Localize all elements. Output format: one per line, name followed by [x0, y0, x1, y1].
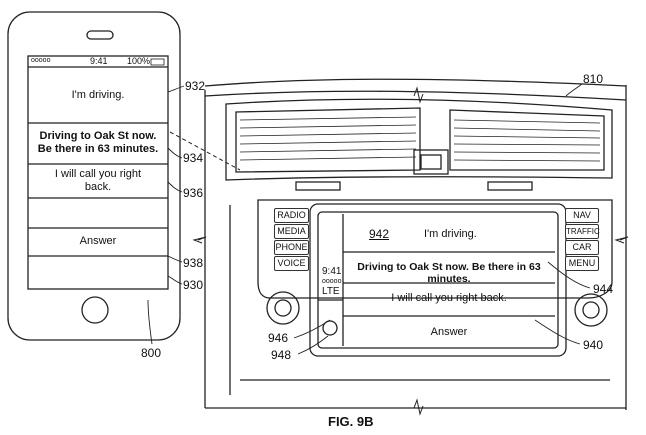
display-screen: [317, 211, 559, 349]
phone-screen: [27, 55, 169, 290]
nav-button[interactable]: NAV: [565, 208, 599, 223]
vent-knob-left: [295, 181, 341, 191]
ref-930: 930: [183, 278, 204, 292]
figure-label: FIG. 9B: [328, 414, 374, 429]
phone-status-time: 9:41: [90, 56, 108, 66]
phone-message-row-1[interactable]: I'm driving.: [71, 89, 125, 101]
battery-icon: [150, 58, 165, 66]
ref-936: 936: [183, 186, 204, 200]
ref-946: 946: [268, 331, 289, 345]
ref-932: 932: [185, 79, 206, 93]
car-button[interactable]: CAR: [565, 240, 599, 255]
phone-body: [7, 11, 181, 341]
car-answer-button[interactable]: Answer: [430, 326, 468, 338]
display-bezel: [309, 203, 567, 357]
ref-942: 942: [369, 227, 390, 241]
ref-810: 810: [583, 72, 604, 86]
car-status-time: 9:41: [322, 266, 342, 277]
voice-button[interactable]: VOICE: [274, 256, 309, 271]
phone-message-row-2[interactable]: Driving to Oak St now. Be there in 63 mi…: [37, 130, 159, 155]
car-message-row-1[interactable]: I'm driving.: [424, 228, 477, 240]
phone-speaker: [86, 30, 114, 40]
volume-knob: [266, 291, 300, 325]
ref-934: 934: [183, 151, 204, 165]
console-panel: [257, 199, 613, 299]
car-message-row-3[interactable]: I will call you right back.: [391, 292, 507, 304]
menu-button[interactable]: MENU: [565, 256, 599, 271]
phone-home-button: [81, 296, 109, 324]
vent-knob-right: [487, 181, 533, 191]
phone-message-row-3[interactable]: I will call you right back.: [54, 168, 142, 193]
home-icon: [322, 320, 338, 336]
car-signal-indicator: ooooo: [322, 278, 342, 285]
phone-battery-text: 100%: [127, 56, 151, 66]
phone-signal-indicator: ooooo: [31, 57, 51, 64]
phone-answer-button[interactable]: Answer: [79, 235, 117, 247]
ref-940: 940: [583, 338, 604, 352]
radio-button[interactable]: RADIO: [274, 208, 309, 223]
ref-938: 938: [183, 256, 204, 270]
tune-knob: [574, 293, 608, 327]
car-message-row-2[interactable]: Driving to Oak St now. Be there in 63 mi…: [357, 261, 541, 285]
media-button[interactable]: MEDIA: [274, 224, 309, 239]
phone-button[interactable]: PHONE: [274, 240, 309, 255]
car-network-indicator: LTE: [322, 286, 340, 297]
ref-948: 948: [271, 348, 292, 362]
air-vent-housing: [225, 98, 613, 181]
traffic-button[interactable]: TRAFFIC: [565, 224, 600, 239]
hazard-button: [413, 149, 449, 175]
ref-800: 800: [141, 346, 162, 360]
ref-944: 944: [593, 282, 614, 296]
